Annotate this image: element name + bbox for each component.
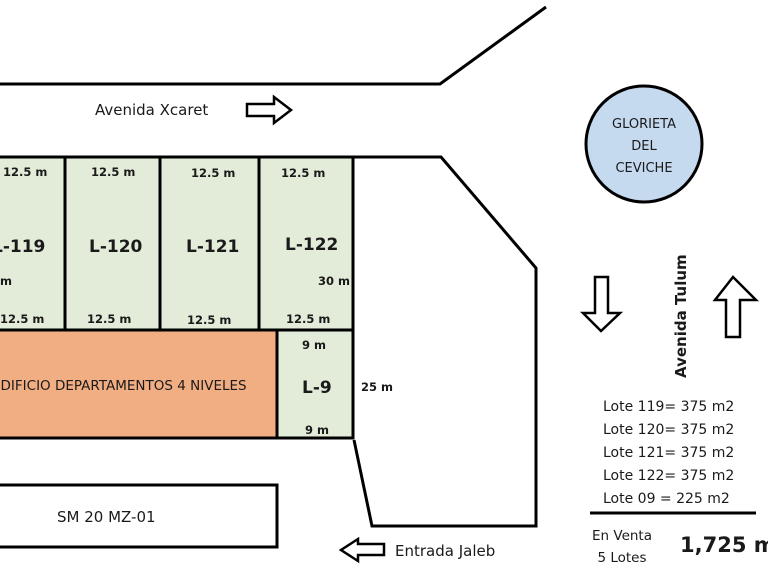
- arrow-right-icon: [245, 94, 294, 126]
- building-label: EDIFICIO DEPARTAMENTOS 4 NIVELES: [0, 378, 247, 394]
- summary-row-5: Lote 09 = 225 m2: [603, 491, 730, 507]
- summary-row-4: Lote 122= 375 m2: [603, 468, 734, 484]
- lot-121-label: L-121: [186, 237, 239, 257]
- arrow-left-icon: [338, 536, 386, 564]
- lot-122-side-dim: 30 m: [318, 274, 350, 288]
- lot-122-label: L-122: [285, 235, 338, 255]
- building-box[interactable]: [0, 328, 279, 440]
- total-area: 1,725 m2: [680, 533, 768, 557]
- lot-119-top-dim: 12.5 m: [3, 165, 47, 179]
- road-label-jaleb: Entrada Jaleb: [395, 542, 495, 560]
- lot-9-top-dim: 9 m: [302, 338, 326, 352]
- lot-119-side-dim: 30 m: [0, 274, 12, 288]
- lot-120-bottom-dim: 12.5 m: [87, 312, 131, 326]
- sale-line-2: 5 Lotes: [597, 550, 646, 566]
- roundabout-line-2: DEL: [631, 139, 657, 154]
- lot-121-top-dim: 12.5 m: [191, 166, 235, 180]
- lot-119-bottom-dim: 12.5 m: [0, 312, 44, 326]
- lot-9-side-dim: 25 m: [361, 380, 393, 394]
- lot-120-top-dim: 12.5 m: [91, 165, 135, 179]
- road-label-tulum: Avenida Tulum: [672, 254, 690, 378]
- summary-row-1: Lote 119= 375 m2: [603, 399, 734, 415]
- xcaret-road-edge: [0, 5, 547, 86]
- roundabout-line-1: GLORIETA: [612, 117, 676, 132]
- lot-122-bottom-dim: 12.5 m: [286, 312, 330, 326]
- lot-122-top-dim: 12.5 m: [281, 166, 325, 180]
- roundabout-line-3: CEVICHE: [615, 161, 672, 176]
- lot-121-bottom-dim: 12.5 m: [187, 313, 231, 327]
- arrow-down-icon: [579, 275, 624, 333]
- lot-119-label: L-119: [0, 237, 45, 257]
- road-label-xcaret: Avenida Xcaret: [95, 101, 208, 119]
- lot-122-box[interactable]: [257, 155, 355, 332]
- block-label: SM 20 MZ-01: [57, 508, 156, 526]
- lot-120-label: L-120: [89, 237, 143, 257]
- lot-9-label: L-9: [302, 378, 332, 398]
- roundabout-circle: [584, 84, 704, 204]
- sm20-block: [0, 483, 279, 549]
- summary-row-3: Lote 121= 375 m2: [603, 445, 734, 461]
- arrow-up-icon: [712, 275, 760, 339]
- summary-row-2: Lote 120= 375 m2: [603, 422, 734, 438]
- block-outline: [352, 155, 538, 528]
- lot-9-box[interactable]: [275, 328, 355, 440]
- lot-120-box[interactable]: [63, 155, 162, 332]
- lot-9-bottom-dim: 9 m: [305, 423, 329, 437]
- sale-line-1: En Venta: [592, 528, 652, 544]
